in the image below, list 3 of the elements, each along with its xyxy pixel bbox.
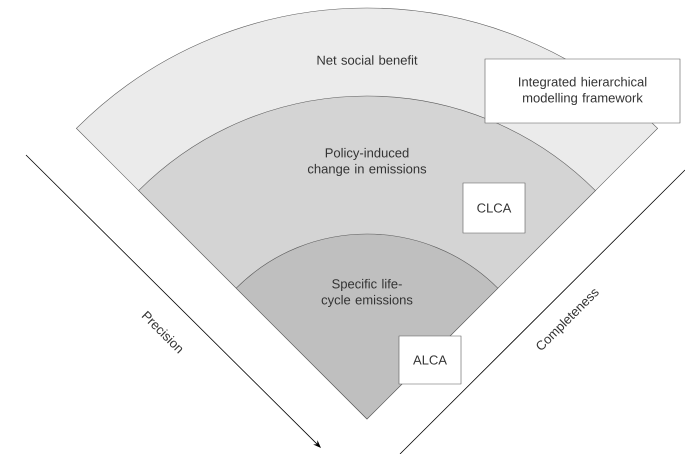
label-box: CLCA: [462, 182, 526, 234]
label-box: ALCA: [398, 336, 462, 384]
label-box: Integrated hierarchical modelling framework: [484, 58, 680, 124]
